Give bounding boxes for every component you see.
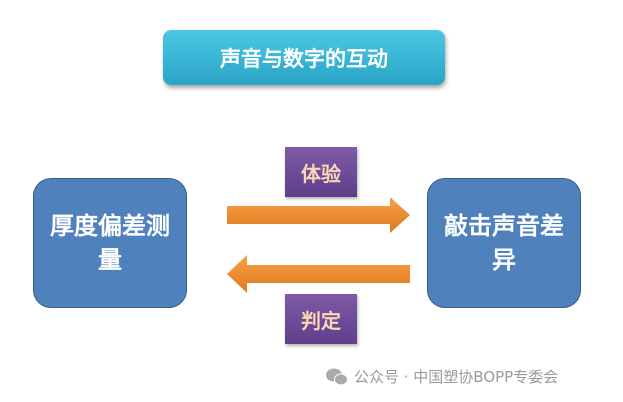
label-experience: 体验 xyxy=(285,147,357,197)
node-thickness-measurement: 厚度偏差测量 xyxy=(33,178,187,308)
arrow-left xyxy=(227,255,410,293)
label-judgement: 判定 xyxy=(285,294,357,344)
arrows xyxy=(227,197,410,293)
diagram-title: 声音与数字的互动 xyxy=(163,30,445,85)
arrow-right xyxy=(227,197,410,233)
node-sound-difference: 敲击声音差异 xyxy=(427,178,581,308)
footer-text: 公众号 · 中国塑协BOPP专委会 xyxy=(354,368,559,386)
footer-watermark: 公众号 · 中国塑协BOPP专委会 xyxy=(326,366,558,387)
wechat-icon xyxy=(326,368,348,385)
